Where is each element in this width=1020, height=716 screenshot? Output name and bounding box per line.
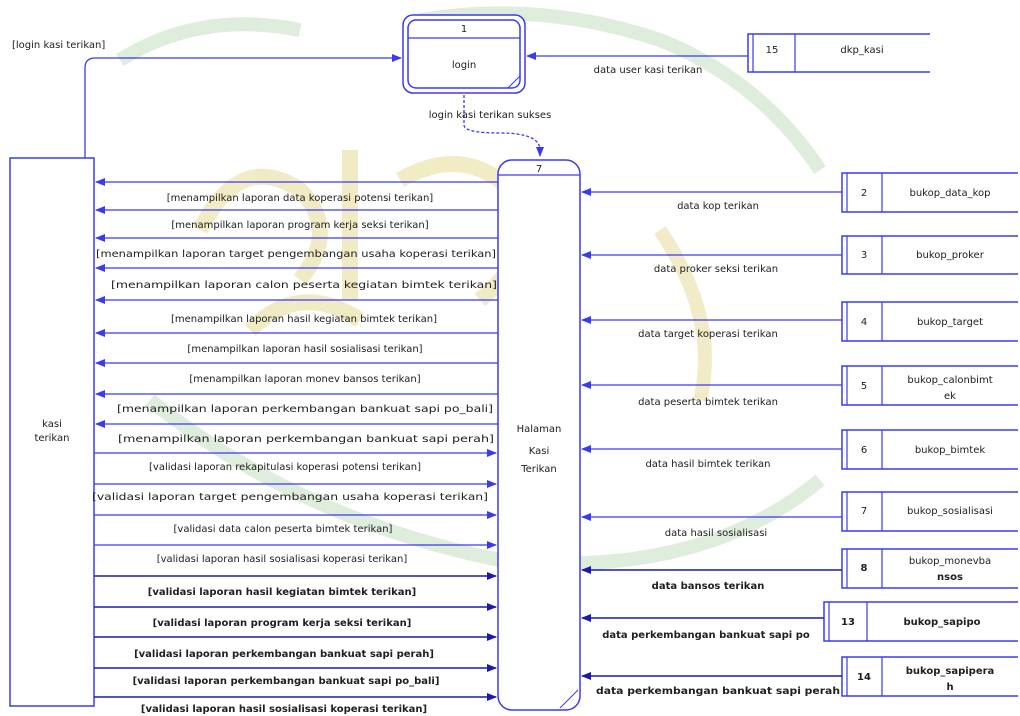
flow-data-bansos-label: data bansos terikan	[652, 581, 765, 592]
flow-login-sukses-label: login kasi terikan sukses	[429, 110, 552, 121]
datastore-name: bukop_sosialisasi	[907, 506, 993, 517]
datastore-bukop-sapiperah: 14 bukop_sapipera h	[841, 656, 1018, 697]
datastore-name: bukop_target	[917, 317, 983, 328]
process-halaman-line-2: Kasi	[529, 446, 550, 457]
datastore-number: 8	[861, 563, 868, 574]
flow-data-kop-label: data kop terikan	[677, 201, 759, 212]
flow-data-sapiperah-label: data perkembangan bankuat sapi perah	[596, 686, 840, 697]
datastore-bukop-calonbimtek: 5 bukop_calonbimt ek	[841, 365, 1018, 406]
datastore-name-line-2: nsos	[937, 572, 963, 583]
flow-data-peserta-label: data peserta bimtek terikan	[638, 397, 778, 408]
datastore-number: 14	[857, 672, 871, 683]
datastore-dkp-number: 15	[766, 45, 779, 56]
validation-flow-label: [validasi laporan hasil kegiatan bimtek …	[148, 587, 416, 598]
datastore-number: 2	[861, 188, 867, 199]
datastore-number: 4	[861, 317, 867, 328]
datastore-name: bukop_proker	[916, 250, 985, 261]
display-flow-label: [menampilkan laporan program kerja seksi…	[171, 220, 428, 231]
display-flow-label: [menampilkan laporan monev bansos terika…	[189, 374, 420, 385]
flow-data-target-label: data target koperasi terikan	[638, 329, 778, 340]
validation-flow-label: [validasi data calon peserta bimtek teri…	[174, 524, 393, 535]
datastore-name-line-2: h	[946, 682, 953, 693]
datastore-name: bukop_sapipo	[903, 617, 980, 628]
flow-data-user-label: data user kasi terikan	[594, 65, 703, 76]
display-flow-label: [menampilkan laporan target pengembangan…	[96, 249, 496, 260]
datastore-number: 5	[861, 381, 867, 392]
flow-data-sapipo-label: data perkembangan bankuat sapi po	[602, 630, 810, 641]
datastore-name-line-1: bukop_monevba	[909, 556, 991, 567]
datastore-name-line-1: bukop_sapipera	[906, 666, 995, 677]
validation-flow-label: [validasi laporan perkembangan bankuat s…	[133, 676, 440, 687]
process-halaman-number: 7	[536, 164, 542, 175]
datastore-number: 3	[861, 250, 867, 261]
flow-data-proker-label: data proker seksi terikan	[654, 264, 778, 275]
flow-data-hasil-bimtek-label: data hasil bimtek terikan	[645, 459, 770, 470]
datastore-bukop-monevbansos: 8 bukop_monevba nsos	[841, 548, 1018, 589]
process-halaman-line-3: Terikan	[520, 464, 557, 475]
entity-kasi-terikan: kasi terikan	[9, 157, 95, 707]
datastore-bukop-data-kop: 2 bukop_data_kop	[841, 172, 1018, 213]
display-flow-label: [menampilkan laporan perkembangan bankua…	[118, 434, 494, 445]
datastore-name-line-2: ek	[944, 391, 956, 402]
datastore-bukop-target: 4 bukop_target	[841, 301, 1018, 342]
entity-kasi-line-1: kasi	[42, 419, 62, 430]
display-flows: [menampilkan laporan data koperasi poten…	[95, 178, 498, 445]
validation-flows: [validasi laporan rekapitulasi koperasi …	[92, 449, 497, 715]
process-halaman-line-1: Halaman	[517, 424, 562, 435]
flow-data-sosialisasi-label: data hasil sosialisasi	[665, 528, 767, 539]
datastore-bukop-bimtek: 6 bukop_bimtek	[841, 429, 1018, 470]
datastore-name-line-1: bukop_calonbimt	[907, 375, 992, 386]
validation-flow-label: [validasi laporan hasil sosialisasi kope…	[141, 704, 427, 715]
process-login: 1 login	[402, 14, 526, 94]
process-login-label: login	[452, 60, 476, 71]
flow-login-sukses	[463, 95, 544, 157]
flow-login-kasi	[84, 54, 402, 158]
validation-flow-label: [validasi laporan program kerja seksi te…	[153, 618, 412, 629]
display-flow-label: [menampilkan laporan calon peserta kegia…	[111, 280, 497, 291]
display-flow-label: [menampilkan laporan data koperasi poten…	[167, 193, 434, 204]
datastore-number: 6	[861, 445, 867, 456]
datastore-bukop-sapipo: 13 bukop_sapipo	[823, 601, 1018, 642]
flow-login-kasi-label: [login kasi terikan]	[12, 40, 105, 51]
validation-flow-label: [validasi laporan target pengembangan us…	[92, 492, 488, 503]
datastore-name: bukop_data_kop	[909, 188, 990, 199]
validation-flow-label: [validasi laporan hasil sosialisasi kope…	[157, 554, 408, 565]
datastore-dkp-kasi: 15 dkp_kasi	[747, 33, 930, 73]
datastore-bukop-proker: 3 bukop_proker	[841, 235, 1018, 275]
display-flow-label: [menampilkan laporan hasil kegiatan bimt…	[171, 314, 437, 325]
datastore-name: bukop_bimtek	[915, 445, 986, 456]
display-flow-label: [menampilkan laporan hasil sosialisasi t…	[187, 344, 422, 355]
datastore-number: 7	[861, 506, 867, 517]
process-halaman-kasi: 7 Halaman Kasi Terikan	[497, 159, 581, 711]
validation-flow-label: [validasi laporan perkembangan bankuat s…	[134, 649, 434, 660]
entity-kasi-line-2: terikan	[34, 433, 69, 444]
datastore-bukop-sosialisasi: 7 bukop_sosialisasi	[841, 491, 1018, 532]
display-flow-label: [menampilkan laporan perkembangan bankua…	[117, 404, 493, 415]
validation-flow-label: [validasi laporan rekapitulasi koperasi …	[149, 462, 421, 473]
datastore-dkp-name: dkp_kasi	[840, 45, 883, 56]
datastore-number: 13	[841, 617, 855, 628]
process-login-number: 1	[461, 24, 467, 35]
